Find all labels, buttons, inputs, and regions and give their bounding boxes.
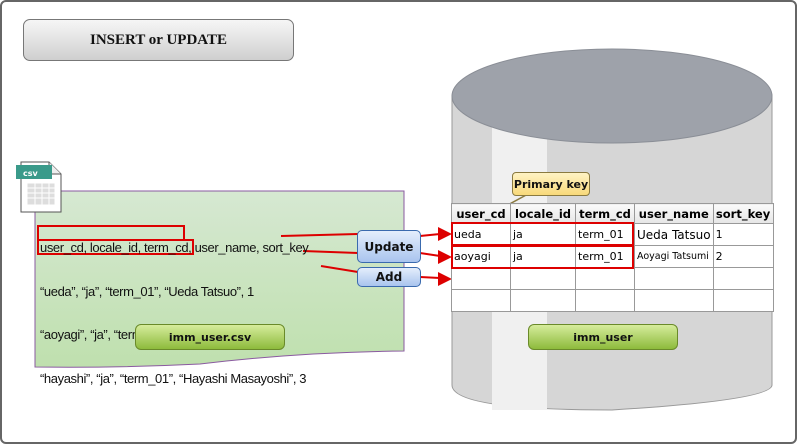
cell-empty	[634, 289, 714, 312]
cell-empty	[451, 267, 511, 290]
csv-line: “ueda”, “ja”, “term_01”, “Ueda Tatsuo”, …	[40, 283, 254, 299]
cell-empty	[575, 289, 635, 312]
diagram-title: INSERT or UPDATE	[23, 19, 294, 61]
connector-row2-to-update	[302, 250, 359, 254]
add-action-label: Add	[357, 267, 421, 287]
csv-file-icon: csv	[15, 160, 63, 214]
column-header-locale-id: locale_id	[510, 203, 576, 224]
table-row: aoyagi ja term_01 Aoyagi Tatsumi 2	[451, 245, 774, 268]
connector-row1-to-update	[280, 233, 359, 237]
csv-content: user_cd, locale_id, term_cd, user_name, …	[40, 212, 309, 401]
table-header-row: user_cd locale_id term_cd user_name sort…	[451, 203, 774, 224]
arrow-head-row1	[438, 227, 452, 241]
update-action-label: Update	[357, 230, 421, 263]
cell-term-cd: term_01	[575, 245, 635, 268]
csv-file-name-label: imm_user.csv	[135, 324, 285, 350]
cell-term-cd: term_01	[575, 223, 635, 246]
connector-row3-to-add	[320, 265, 359, 273]
table-name-label: imm_user	[528, 324, 678, 350]
connector-lines	[280, 233, 441, 279]
cylinder-top	[451, 48, 773, 144]
cell-empty	[510, 289, 576, 312]
table-row	[451, 289, 774, 312]
column-header-user-cd: user_cd	[451, 203, 511, 224]
column-header-user-name: user_name	[634, 203, 714, 224]
cell-user-cd: ueda	[451, 223, 511, 246]
database-table: user_cd locale_id term_cd user_name sort…	[451, 203, 774, 312]
table-row	[451, 267, 774, 290]
csv-header-line: user_cd, locale_id, term_cd, user_name, …	[40, 240, 309, 255]
cell-sort-key: 2	[712, 245, 774, 268]
csv-icon-label: csv	[23, 169, 39, 178]
cell-sort-key: 1	[712, 223, 774, 246]
cell-user-cd: aoyagi	[451, 245, 511, 268]
cell-locale-id: ja	[510, 223, 576, 246]
arrow-head-add	[438, 272, 452, 286]
cell-empty	[510, 267, 576, 290]
connector-add-to-new	[419, 276, 441, 279]
primary-key-tooltip: Primary key	[512, 172, 590, 196]
csv-highlight-row2	[37, 239, 194, 255]
csv-line: “hayashi”, “ja”, “term_01”, “Hayashi Mas…	[40, 370, 307, 386]
connector-update-to-row2	[419, 252, 441, 257]
table-row: ueda ja term_01 Ueda Tatsuo 1	[451, 223, 774, 246]
cell-empty	[712, 267, 774, 290]
cell-user-name: Aoyagi Tatsumi	[634, 245, 714, 268]
cell-user-name: Ueda Tatsuo	[634, 223, 714, 246]
arrow-head-row2	[438, 250, 452, 264]
cell-empty	[634, 267, 714, 290]
connector-update-to-row1	[419, 233, 441, 237]
cell-empty	[575, 267, 635, 290]
cell-empty	[712, 289, 774, 312]
cell-locale-id: ja	[510, 245, 576, 268]
column-header-sort-key: sort_key	[712, 203, 774, 224]
column-header-term-cd: term_cd	[575, 203, 635, 224]
cell-empty	[451, 289, 511, 312]
